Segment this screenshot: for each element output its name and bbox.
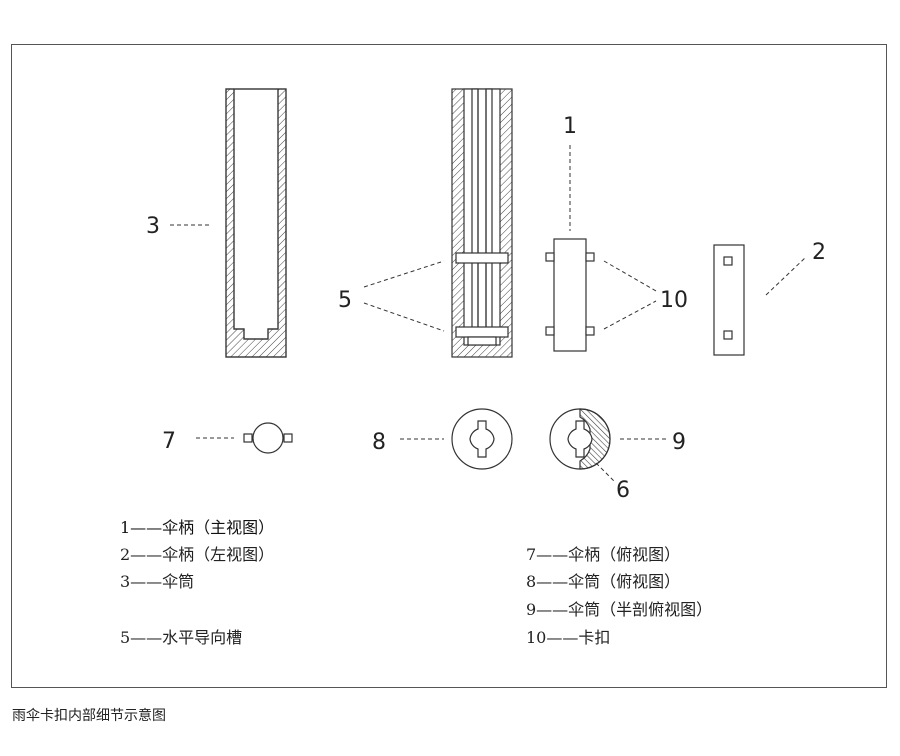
legend-item-10: 10——卡扣 [526,628,610,647]
label-1: 1 [563,114,577,139]
part-8-tube-top-view [451,408,513,470]
part-5-tube-with-grooves [451,88,513,358]
label-7: 7 [162,429,176,454]
label-5: 5 [338,288,352,313]
label-8: 8 [372,430,386,455]
label-2: 2 [812,240,826,265]
part-7-handle-top-view [243,422,293,454]
legend-item-5: 5——水平导向槽 [120,628,242,647]
part-9-tube-half-section-view [549,408,611,470]
part-1-handle-front-view [545,238,595,352]
legend-item-2: 2——伞柄（左视图） [120,545,274,564]
legend-item-8: 8——伞筒（俯视图） [526,572,680,591]
leader-5a [363,260,445,288]
leader-5b [363,302,445,332]
label-10: 10 [660,288,688,313]
part-2-handle-left-view [713,244,745,356]
umbrella-clasp-diagram: 3 5 1 10 2 7 [120,88,826,647]
label-6: 6 [616,478,630,503]
legend-item-1: 1——伞柄（主视图） [120,518,274,537]
diagram-frame: 3 5 1 10 2 7 [11,44,887,688]
legend-item-9: 9——伞筒（半剖俯视图） [526,600,712,619]
label-9: 9 [672,430,686,455]
leader-10b [603,300,657,330]
legend-item-3: 3——伞筒 [120,572,194,591]
label-3: 3 [146,214,160,239]
leader-10a [603,260,657,292]
leader-2 [765,256,807,296]
legend-item-7: 7——伞柄（俯视图） [526,545,680,564]
leader-6 [595,462,615,482]
figure-caption: 雨伞卡扣内部细节示意图 [12,708,166,724]
part-3-tube-section [225,88,287,358]
